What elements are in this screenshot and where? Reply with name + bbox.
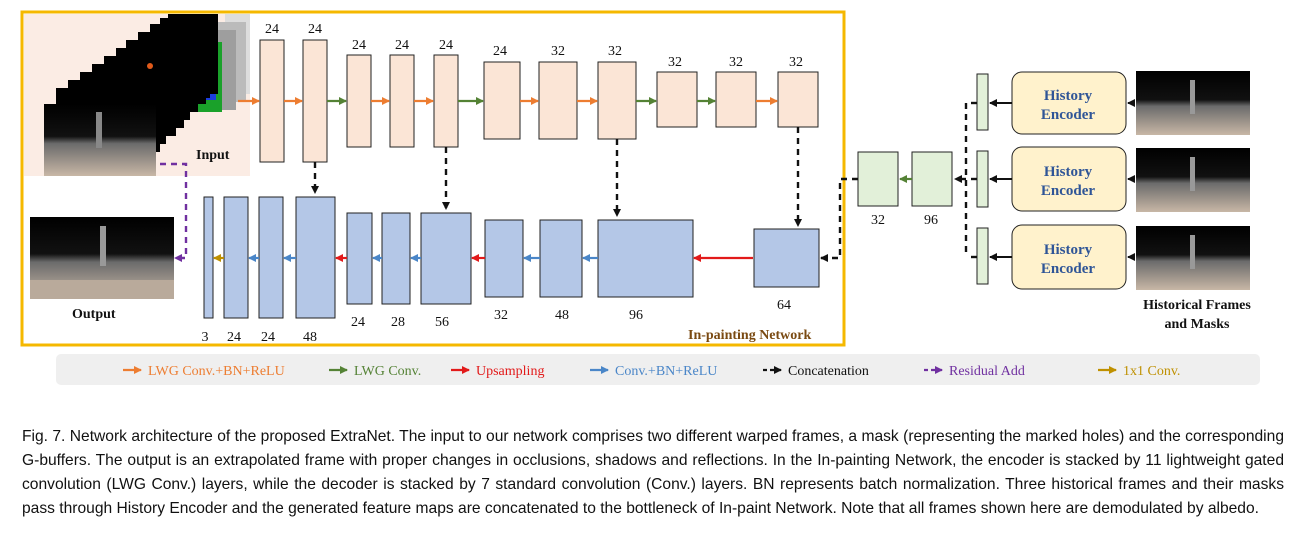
decoder-block-64 [753, 228, 820, 288]
output-image [30, 217, 174, 299]
output-label: Output [72, 307, 116, 322]
decoder-block-24c [346, 212, 373, 305]
encoder-channel-label: 24 [308, 22, 322, 37]
history-encoder-label: Encoder [1041, 107, 1096, 123]
fusion-label: 96 [924, 213, 938, 228]
decoder-channel-label: 24 [261, 330, 275, 345]
decoder-block-96 [597, 219, 694, 298]
history-fusion-blocks [857, 151, 953, 207]
encoder-block-10 [715, 71, 757, 128]
legend-label: LWG Conv.+BN+ReLU [148, 364, 285, 379]
decoder-block-24b [258, 196, 284, 319]
encoder-channel-label: 24 [439, 38, 453, 53]
historical-frames [1136, 71, 1250, 290]
decoder-block-48 [295, 196, 336, 319]
encoder [259, 39, 819, 163]
history-encoder-label: History [1044, 242, 1093, 258]
legend-label: Concatenation [788, 364, 869, 379]
encoder-channel-label: 24 [265, 22, 279, 37]
fusion-label: 32 [871, 213, 885, 228]
decoder-channel-label: 3 [202, 330, 209, 345]
historical-frames-label: and Masks [1165, 317, 1231, 332]
decoder-channel-label: 48 [303, 330, 317, 345]
history-encoder-label: History [1044, 88, 1093, 104]
encoder-block-2 [302, 39, 328, 163]
figure-caption: Fig. 7. Network architecture of the prop… [22, 428, 1284, 517]
encoder-channel-label: 32 [668, 55, 682, 70]
input-label: Input [196, 148, 230, 163]
encoder-block-1 [259, 39, 285, 163]
legend-label: 1x1 Conv. [1123, 364, 1180, 379]
decoder-block-28 [381, 212, 411, 305]
encoder-channel-label: 32 [608, 44, 622, 59]
decoder-channel-label: 24 [227, 330, 241, 345]
history-feature-blocks [976, 73, 989, 285]
encoder-channel-labels: 24 24 24 24 24 24 32 32 32 32 32 [265, 22, 803, 70]
history-encoder-label: Encoder [1041, 183, 1096, 199]
history-encoder-label: Encoder [1041, 261, 1096, 277]
network-architecture-diagram: Input 24 24 24 24 24 24 32 32 32 32 32 [20, 10, 1260, 385]
encoder-channel-label: 32 [729, 55, 743, 70]
decoder-channel-label: 28 [391, 315, 405, 330]
encoder-channel-label: 32 [789, 55, 803, 70]
legend-label: LWG Conv. [354, 364, 421, 379]
decoder-block-56 [420, 212, 472, 305]
encoder-block-8 [597, 61, 637, 140]
fusion-block-96 [911, 151, 953, 207]
history-encoder-output-arrows [989, 99, 1012, 261]
skip-connections [311, 127, 802, 227]
history-encoder-label: History [1044, 164, 1093, 180]
decoder-channel-labels: 3 24 24 48 24 28 56 32 48 96 64 [202, 298, 792, 345]
decoder-block-3 [203, 196, 214, 319]
history-input-arrows [1127, 99, 1135, 261]
encoder-block-3 [346, 54, 372, 148]
decoder-channel-label: 56 [435, 315, 449, 330]
decoder [203, 196, 820, 319]
decoder-channel-label: 24 [351, 315, 365, 330]
input-image-stack [24, 14, 250, 176]
decoder-channel-label: 48 [555, 308, 569, 323]
decoder-channel-label: 96 [629, 308, 643, 323]
encoder-block-4 [389, 54, 415, 148]
decoder-channel-label: 32 [494, 308, 508, 323]
encoder-block-6 [483, 61, 521, 140]
inpainting-network-label: In-painting Network [688, 328, 812, 343]
legend-label: Upsampling [476, 364, 544, 379]
history-concat-lines [954, 101, 977, 259]
encoder-channel-label: 32 [551, 44, 565, 59]
historical-frames-label: Historical Frames [1143, 298, 1251, 313]
history-to-bottleneck [820, 177, 858, 262]
decoder-block-48b [539, 219, 583, 298]
encoder-channel-label: 24 [493, 44, 507, 59]
encoder-channel-label: 24 [352, 38, 366, 53]
legend-label: Conv.+BN+ReLU [615, 364, 717, 379]
encoder-channel-label: 24 [395, 38, 409, 53]
residual-add-connection [160, 162, 188, 262]
encoder-block-7 [538, 61, 578, 140]
decoder-block-32 [484, 219, 524, 298]
legend: LWG Conv.+BN+ReLU LWG Conv. Upsampling Conv… [56, 354, 1260, 385]
decoder-block-24a [223, 196, 249, 319]
fusion-block-32 [857, 151, 899, 207]
encoder-block-11 [777, 71, 819, 128]
legend-label: Residual Add [949, 364, 1025, 379]
decoder-channel-label: 64 [777, 298, 791, 313]
encoder-block-9 [656, 71, 698, 128]
history-encoders: History Encoder History Encoder History … [1011, 71, 1127, 290]
encoder-block-5 [433, 54, 459, 148]
